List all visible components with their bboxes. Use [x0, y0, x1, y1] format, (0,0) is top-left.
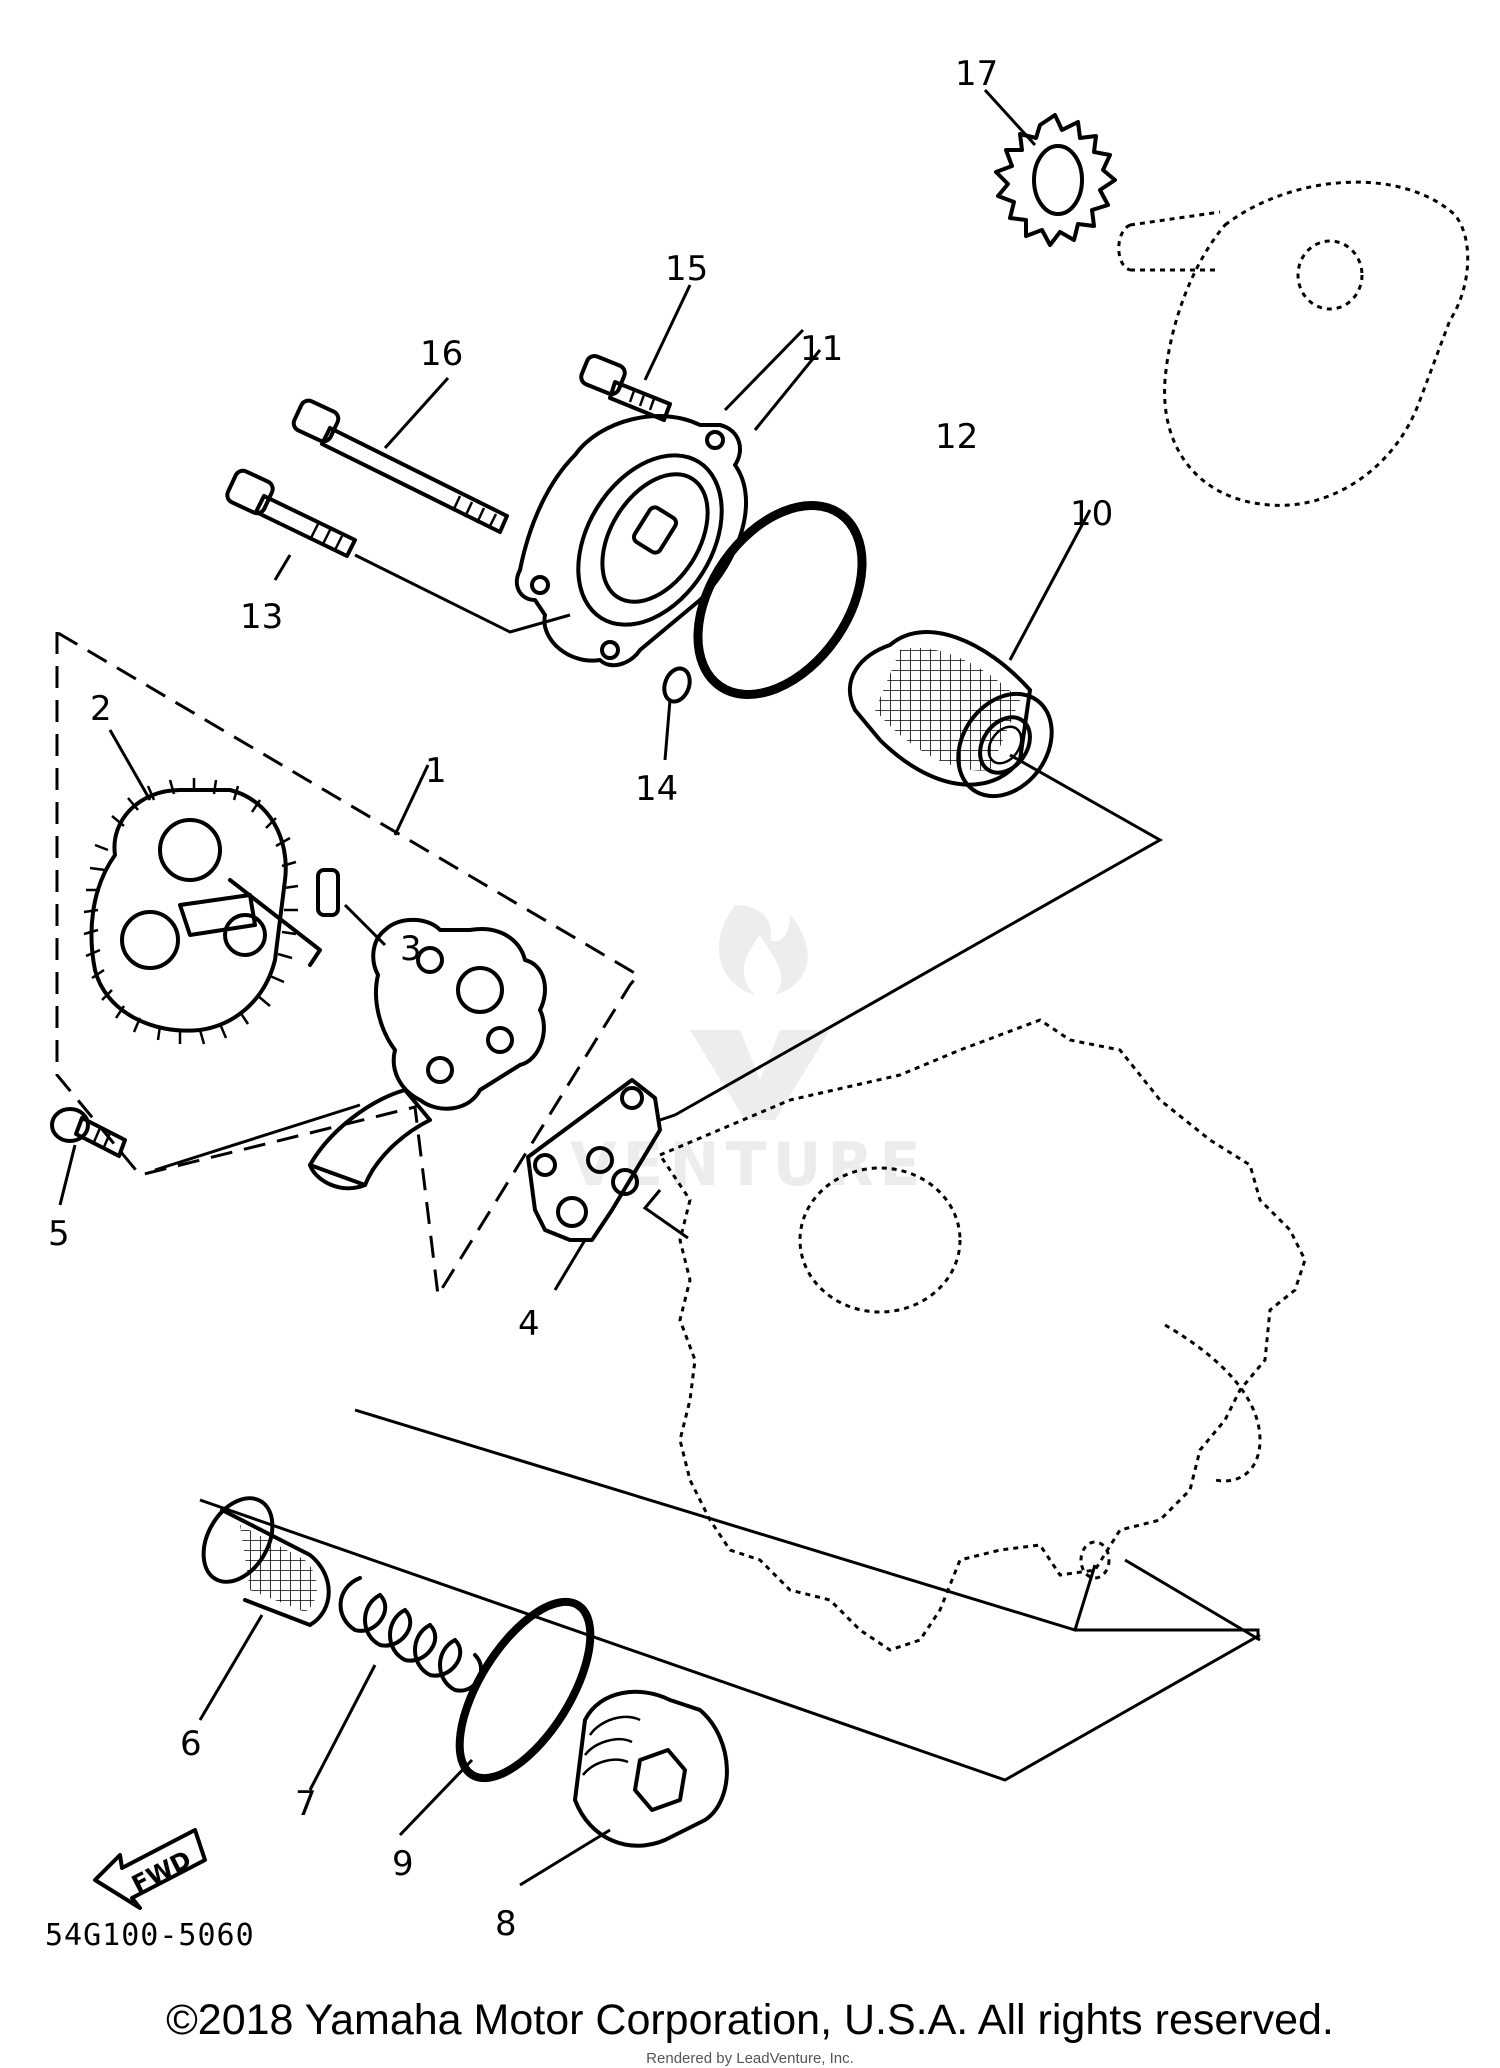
assembly-1-outline	[55, 631, 641, 1300]
label-4: 4	[518, 1304, 540, 1344]
part-2-drive-gear	[83, 778, 322, 1045]
part-7-spring	[338, 1576, 483, 1693]
crankcase-outline	[657, 1018, 1307, 1652]
label-8: 8	[495, 1904, 517, 1944]
label-11: 11	[800, 329, 843, 369]
label-14: 14	[635, 769, 678, 809]
label-3: 3	[400, 929, 422, 969]
part-11-filter-cover	[514, 414, 749, 668]
part-13-bolt	[225, 468, 357, 558]
oil-pump-body	[154, 917, 547, 1191]
label-16: 16	[420, 334, 463, 374]
leadventure-watermark: VENTURE	[570, 905, 926, 1200]
part-5-screw	[50, 1107, 127, 1158]
part-8-drain-plug	[573, 1689, 729, 1848]
part-4-gasket	[526, 1078, 662, 1242]
label-7: 7	[295, 1784, 317, 1824]
fwd-label: FWD	[127, 1845, 196, 1898]
leader-lines	[199, 553, 1261, 1782]
diagram-part-code: 54G100-5060	[45, 1918, 255, 1953]
rendered-by-notice: Rendered by LeadVenture, Inc.	[646, 2050, 854, 2067]
part-15-bolt	[579, 354, 672, 422]
label-17: 17	[955, 54, 998, 94]
label-15: 15	[665, 249, 708, 289]
part-17-gear-and-cover	[994, 113, 1470, 507]
part-number-labels: 1 2 3 4 5 6 7 8 9 10 11 12 13 14 15 16 1…	[48, 54, 1113, 1944]
part-12-o-ring	[693, 501, 867, 699]
label-12: 12	[935, 417, 978, 457]
label-9: 9	[392, 1844, 414, 1884]
part-10-oil-filter	[848, 630, 1054, 799]
part-16-long-bolt	[291, 398, 509, 534]
fwd-arrow-icon: FWD	[93, 1828, 207, 1910]
part-6-oil-strainer	[201, 1496, 331, 1627]
svg-text:VENTURE: VENTURE	[570, 1130, 926, 1200]
label-13: 13	[240, 597, 283, 637]
part-9-o-ring	[455, 1597, 595, 1783]
label-6: 6	[180, 1724, 202, 1764]
copyright-notice: ©2018 Yamaha Motor Corporation, U.S.A. A…	[166, 1996, 1334, 2044]
part-14-o-ring	[662, 666, 692, 704]
label-5: 5	[48, 1214, 70, 1254]
label-1: 1	[425, 751, 447, 791]
part-3-dowel-pin	[316, 868, 340, 917]
label-2: 2	[90, 689, 112, 729]
callout-leaders	[58, 88, 1092, 1887]
label-10: 10	[1070, 494, 1113, 534]
